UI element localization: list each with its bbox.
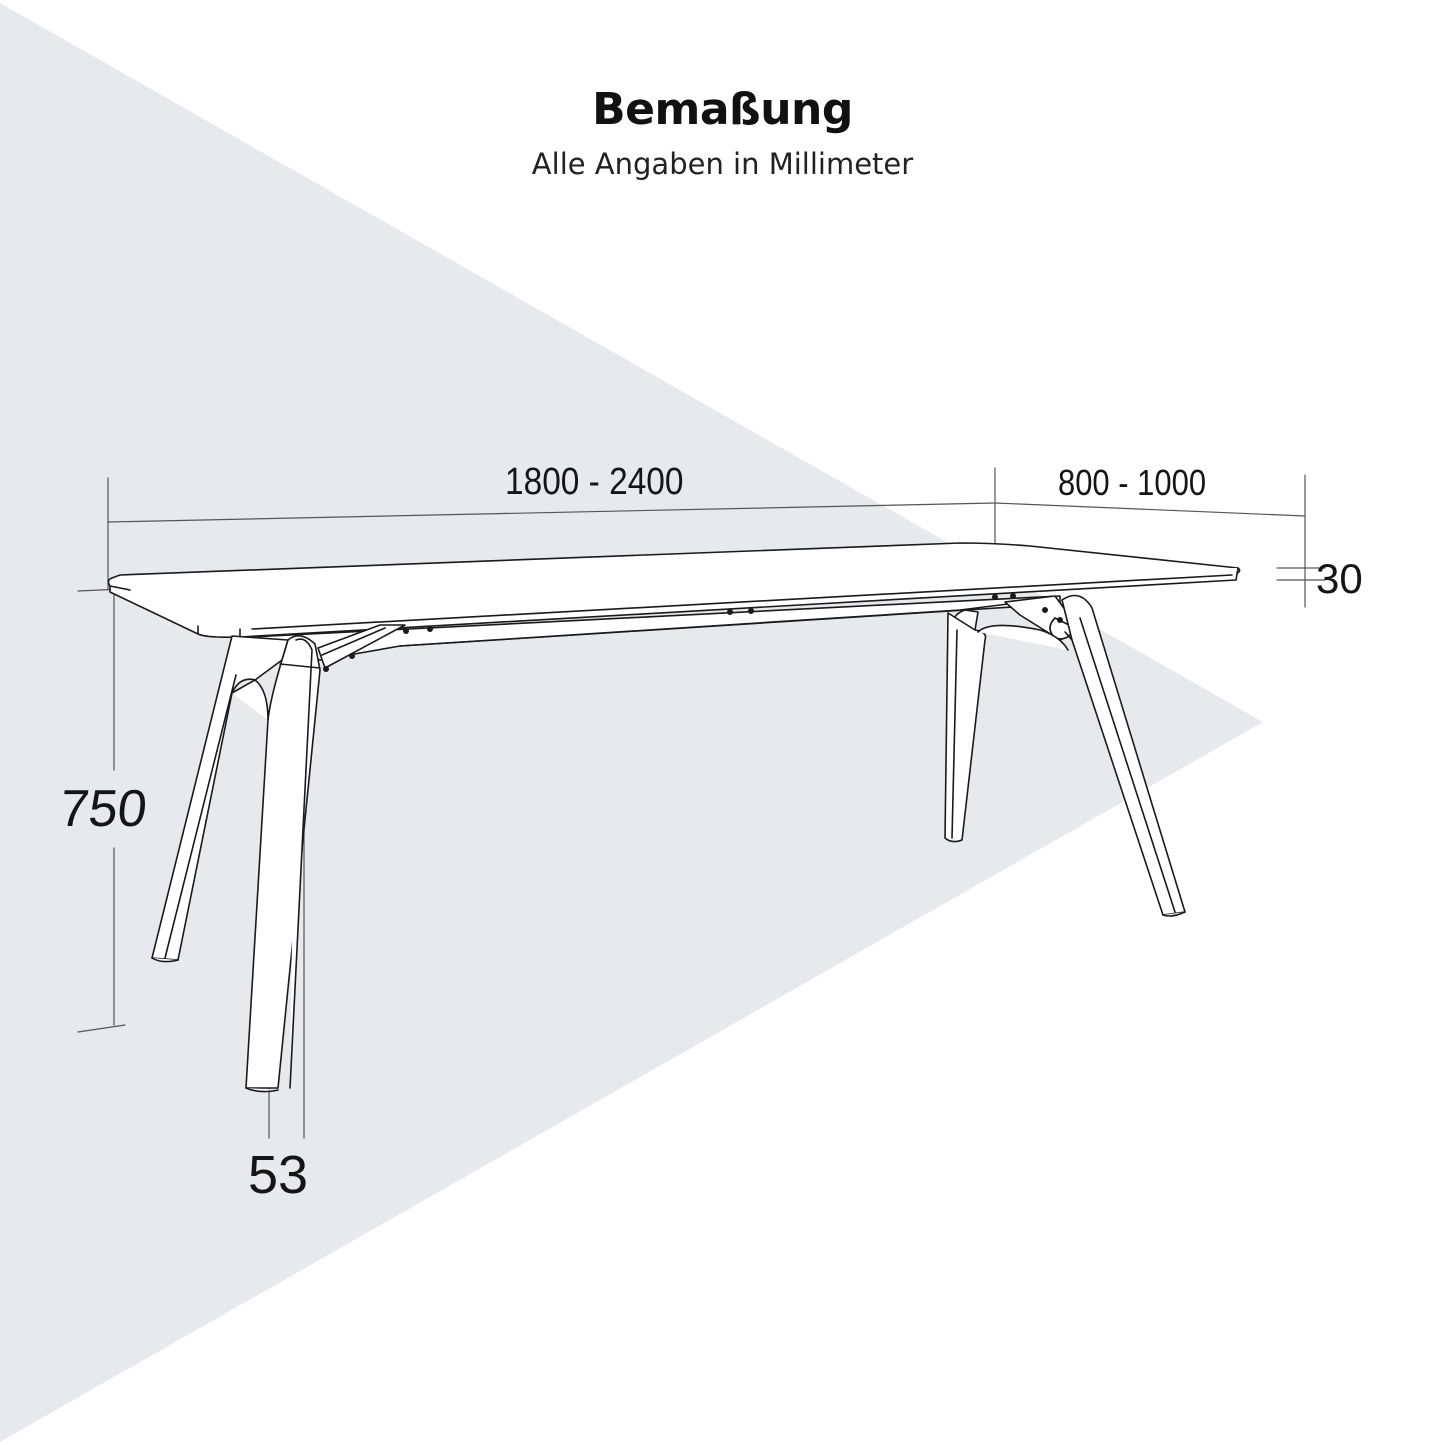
page-title: Bemaßung <box>592 84 853 135</box>
dimension-lines <box>77 467 1326 1139</box>
front-right-leg <box>977 594 1186 917</box>
depth-dimension-label: 800 - 1000 <box>1058 462 1207 503</box>
bolts <box>323 593 1063 672</box>
header: Bemaßung Alle Angaben in Millimeter <box>0 78 1445 184</box>
front-left-leg <box>151 635 321 1093</box>
thickness-dimension-label: 30 <box>1316 555 1363 602</box>
page-subtitle: Alle Angaben in Millimeter <box>531 147 914 181</box>
back-left-leg <box>151 957 179 963</box>
back-right-leg <box>944 612 987 843</box>
leg-width-dimension-label: 53 <box>248 1145 309 1205</box>
height-dimension-label: 750 <box>56 780 150 838</box>
length-dimension-label: 1800 - 2400 <box>505 461 684 503</box>
table-top <box>107 542 1241 638</box>
